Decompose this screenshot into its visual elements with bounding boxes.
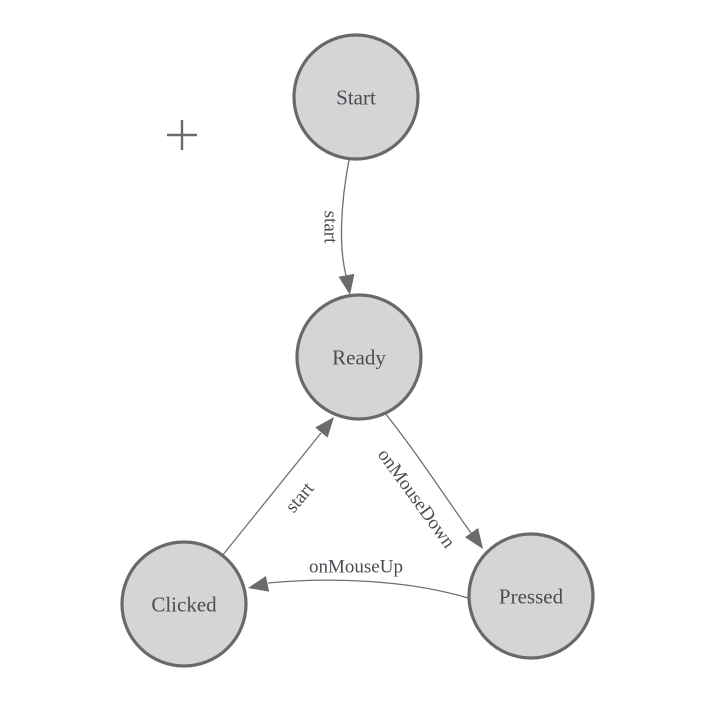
node-circle-start[interactable]	[292, 33, 420, 161]
arrowhead-pressed-to-clicked	[248, 576, 270, 592]
edge-ready-to-pressed[interactable]	[384, 412, 472, 534]
node-clicked[interactable]: Clicked	[120, 540, 248, 668]
arrowhead-ready-to-pressed	[465, 528, 483, 549]
node-label-pressed: Pressed	[499, 584, 564, 608]
node-pressed[interactable]: Pressed	[467, 532, 595, 660]
node-label-start: Start	[336, 85, 376, 109]
crosshair-icon	[167, 120, 197, 150]
edge-clicked-to-ready[interactable]	[221, 432, 322, 557]
edge-start-to-ready[interactable]	[340, 159, 350, 280]
arrowhead-start-to-ready	[338, 273, 355, 295]
edge-label-start-to-ready: start	[319, 211, 340, 244]
arrowhead-clicked-to-ready	[315, 417, 334, 438]
node-start[interactable]: Start	[292, 33, 420, 161]
node-label-ready: Ready	[332, 345, 386, 369]
node-ready[interactable]: Ready	[295, 293, 423, 421]
edge-pressed-to-clicked[interactable]	[267, 579, 469, 599]
edge-label-pressed-to-clicked: onMouseUp	[309, 557, 403, 578]
node-circle-ready[interactable]	[295, 293, 423, 421]
node-circle-pressed[interactable]	[467, 532, 595, 660]
node-label-clicked: Clicked	[151, 592, 217, 616]
node-circle-clicked[interactable]	[120, 540, 248, 668]
edge-label-clicked-to-ready: start	[281, 478, 319, 517]
edge-label-ready-to-pressed: onMouseDown	[373, 445, 459, 553]
